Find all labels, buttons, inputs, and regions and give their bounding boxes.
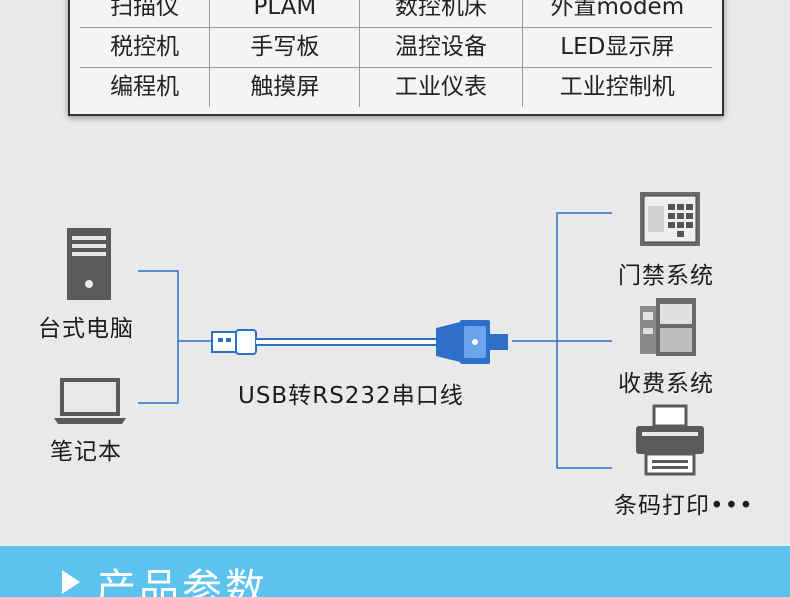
access-control-icon — [640, 192, 700, 246]
usb-rs232-cable-icon — [211, 320, 508, 364]
section-header-band: 产品参数 — [0, 546, 790, 597]
table-cell: 税控机 — [80, 27, 211, 68]
desktop-connector-line — [138, 270, 179, 404]
laptop-label: 笔记本 — [50, 439, 122, 465]
laptop-icon — [54, 378, 126, 424]
table-cell: LED显示屏 — [521, 27, 712, 68]
table-cell: 手写板 — [209, 27, 361, 68]
table-cell: 工业控制机 — [521, 67, 712, 107]
table-cell: 外置modem — [521, 0, 712, 28]
table-cell: PLAM — [209, 0, 361, 28]
application-grid: 扫描仪 PLAM 数控机床 外置modem 税控机 手写板 温控设备 LED显示… — [80, 0, 712, 107]
table-cell: 工业仪表 — [359, 67, 523, 107]
table-cell: 数控机床 — [359, 0, 523, 28]
play-triangle-icon — [62, 570, 80, 594]
table-row: 税控机 手写板 温控设备 LED显示屏 — [80, 27, 712, 68]
table-row: 扫描仪 PLAM 数控机床 外置modem — [80, 0, 712, 28]
cable-label: USB转RS232串口线 — [238, 383, 464, 409]
printer-icon — [636, 404, 704, 476]
table-row: 编程机 触摸屏 工业仪表 工业控制机 — [80, 67, 712, 107]
desktop-tower-icon — [67, 228, 111, 300]
cashier-label: 收费系统 — [618, 371, 714, 397]
access-control-label: 门禁系统 — [618, 263, 714, 289]
cashier-machine-icon — [640, 298, 696, 356]
application-table: 扫描仪 PLAM 数控机床 外置modem 税控机 手写板 温控设备 LED显示… — [68, 0, 724, 116]
desktop-label: 台式电脑 — [38, 316, 134, 342]
printer-label: 条码打印••• — [614, 493, 754, 519]
table-cell: 温控设备 — [359, 27, 523, 68]
section-title: 产品参数 — [96, 566, 268, 597]
table-cell: 编程机 — [80, 67, 211, 107]
table-cell: 触摸屏 — [209, 67, 361, 107]
